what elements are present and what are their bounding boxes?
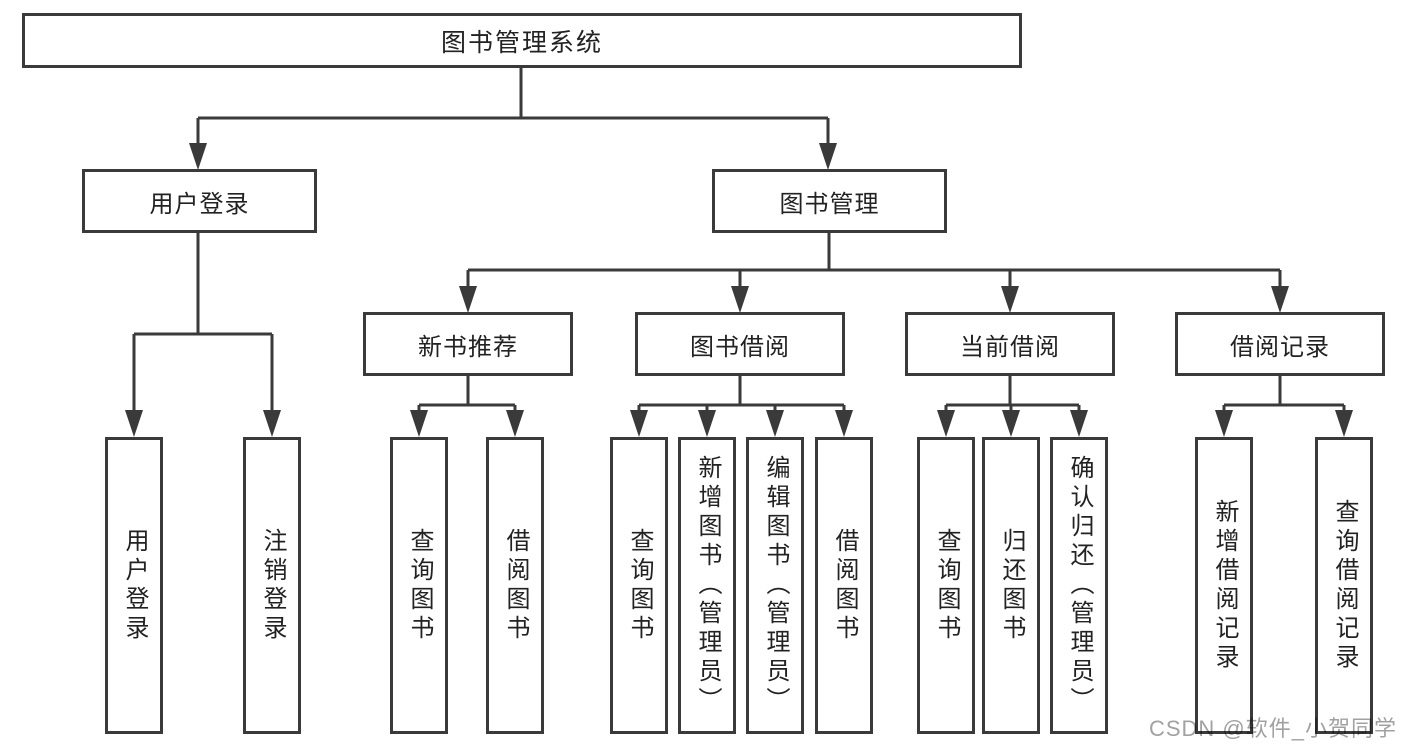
node-leaf-user-login: 用户登录	[105, 437, 163, 734]
node-label: 当前借阅	[960, 333, 1060, 361]
node-leaf-edit-books-admin: 编辑图书（管理员）	[746, 437, 804, 734]
connector-line	[417, 376, 517, 412]
node-book-management-system: 图书管理系统	[22, 13, 1022, 68]
connector-book-mgmt-to-level3	[459, 233, 1289, 313]
node-leaf-query-books-1: 查询图书	[390, 437, 448, 734]
node-label: 注销登录	[259, 527, 286, 644]
arrow-down-icon	[459, 286, 477, 313]
node-label: 新增借阅记录	[1211, 498, 1238, 673]
node-label: 归还图书	[998, 527, 1025, 644]
arrow-down-icon	[630, 410, 648, 437]
node-leaf-borrow-books-1: 借阅图书	[486, 437, 544, 734]
node-label: 查询图书	[406, 527, 433, 644]
node-label: 借阅图书	[502, 527, 529, 644]
connector-line	[944, 376, 1081, 412]
arrow-down-icon	[766, 410, 784, 437]
node-label: 新书推荐	[418, 333, 518, 361]
arrow-down-icon	[698, 410, 716, 437]
arrow-down-icon	[731, 286, 749, 313]
node-book-management-branch: 图书管理	[712, 169, 947, 233]
node-label: 借阅记录	[1230, 333, 1330, 361]
connector-line	[637, 376, 846, 412]
node-leaf-return-books: 归还图书	[982, 437, 1040, 734]
node-label: 用户登录	[149, 190, 250, 218]
node-current-borrowing: 当前借阅	[905, 312, 1115, 376]
arrow-down-icon	[1070, 410, 1088, 437]
arrow-down-icon	[1215, 410, 1233, 437]
arrow-down-icon	[1002, 410, 1020, 437]
connector-current-borrow-to-children	[937, 376, 1088, 437]
connector-user-login-to-children	[125, 233, 281, 437]
node-leaf-confirm-return-admin: 确认归还（管理员）	[1050, 437, 1108, 734]
node-borrowing-records: 借阅记录	[1175, 312, 1385, 376]
arrow-down-icon	[263, 410, 281, 437]
node-leaf-logout: 注销登录	[243, 437, 301, 734]
csdn-watermark: CSDN @软件_小贺同学	[1148, 716, 1397, 741]
node-label: 确认归还（管理员）	[1066, 455, 1093, 716]
connector-new-book-rec-to-children	[410, 376, 524, 437]
node-label: 图书管理	[779, 190, 880, 218]
node-leaf-query-books-2: 查询图书	[610, 437, 668, 734]
connector-book-borrow-to-children	[630, 376, 853, 437]
connector-borrow-records-to-children	[1215, 376, 1353, 437]
arrow-down-icon	[410, 410, 428, 437]
connector-line	[1222, 376, 1346, 412]
connector-line	[196, 68, 830, 145]
connector-line	[466, 233, 1282, 288]
node-label: 查询图书	[626, 527, 653, 644]
node-user-login-branch: 用户登录	[82, 169, 317, 233]
arrow-down-icon	[189, 143, 207, 170]
node-label: 查询借阅记录	[1331, 498, 1358, 673]
node-label: 用户登录	[121, 527, 148, 644]
arrow-down-icon	[125, 410, 143, 437]
node-label: 新增图书（管理员）	[694, 455, 721, 716]
node-leaf-borrow-books-2: 借阅图书	[815, 437, 873, 734]
arrow-down-icon	[506, 410, 524, 437]
node-leaf-query-borrow-record: 查询借阅记录	[1315, 437, 1373, 734]
node-label: 编辑图书（管理员）	[762, 455, 789, 716]
node-leaf-add-borrow-record: 新增借阅记录	[1195, 437, 1253, 734]
arrow-down-icon	[1271, 286, 1289, 313]
connector-root-to-level2	[189, 68, 837, 170]
arrow-down-icon	[1335, 410, 1353, 437]
node-label: 借阅图书	[831, 527, 858, 644]
node-book-borrowing: 图书借阅	[635, 312, 845, 376]
arrow-down-icon	[1001, 286, 1019, 313]
node-new-book-recommendation: 新书推荐	[363, 312, 573, 376]
node-label: 查询图书	[933, 527, 960, 644]
node-label: 图书借阅	[690, 333, 790, 361]
arrow-down-icon	[819, 143, 837, 170]
connector-line	[132, 233, 274, 412]
arrow-down-icon	[937, 410, 955, 437]
node-label: 图书管理系统	[440, 28, 603, 57]
arrow-down-icon	[835, 410, 853, 437]
node-leaf-add-books-admin: 新增图书（管理员）	[678, 437, 736, 734]
node-leaf-query-books-3: 查询图书	[917, 437, 975, 734]
